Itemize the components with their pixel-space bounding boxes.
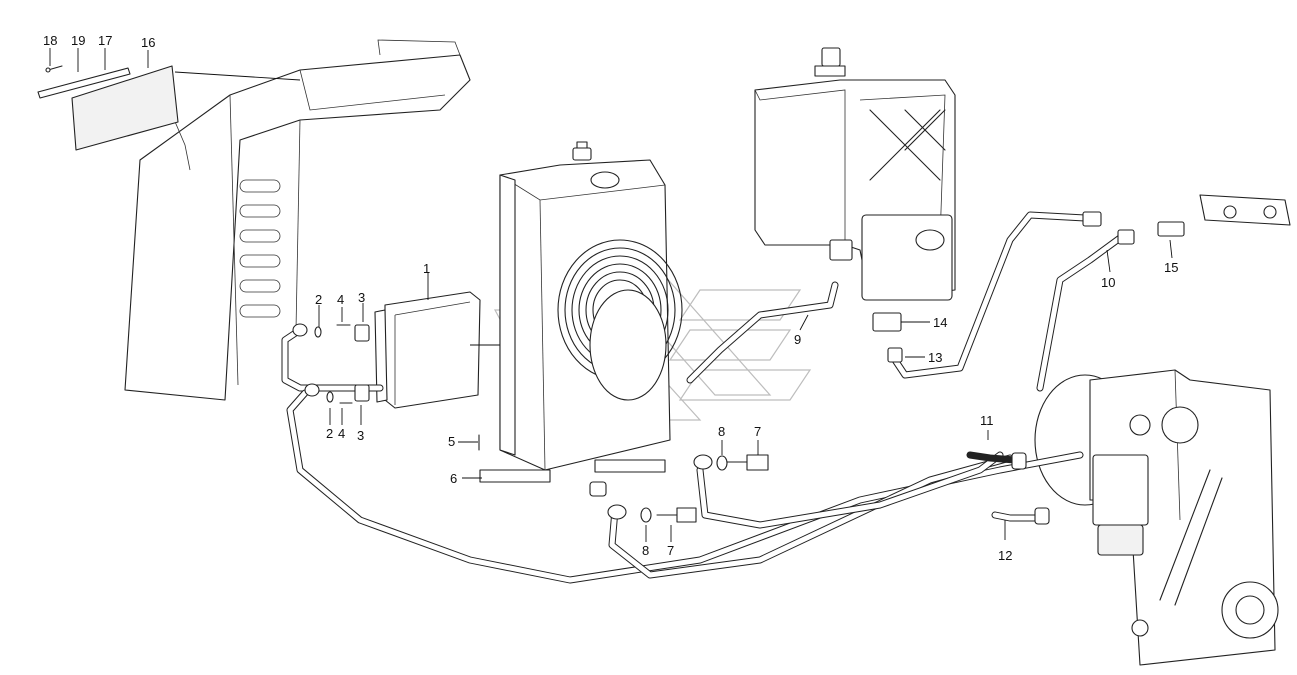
drain-valve [589, 481, 607, 497]
callout-14: 14 [933, 315, 947, 330]
callout-18: 18 [43, 33, 57, 48]
fastener-screws [45, 65, 63, 73]
callout-8-right: 8 [718, 424, 725, 439]
radiator-cap [572, 141, 592, 161]
callout-leaders [49, 48, 1173, 542]
fan-guard [557, 239, 683, 401]
oil-cooler [374, 291, 500, 409]
transmission-control-valve [1092, 454, 1149, 556]
mounting-bracket [479, 459, 666, 483]
bolt [656, 454, 769, 523]
washer [314, 326, 728, 523]
callout-5: 5 [448, 434, 455, 449]
callout-4-lower: 4 [338, 426, 345, 441]
callout-2-upper: 2 [315, 292, 322, 307]
callout-12: 12 [998, 548, 1012, 563]
tank-outlet-fitting [829, 239, 853, 261]
callout-3-lower: 3 [357, 428, 364, 443]
seal-plate [71, 65, 179, 151]
callout-3-upper: 3 [358, 290, 365, 305]
callout-13: 13 [928, 350, 942, 365]
callout-2-lower: 2 [326, 426, 333, 441]
callout-1: 1 [423, 261, 430, 276]
tank-lower-housing [861, 214, 953, 301]
hydraulic-hoses [281, 211, 1124, 584]
small-screws [336, 324, 480, 451]
callout-15: 15 [1164, 260, 1178, 275]
part-callouts: 1 2 2 3 3 4 4 5 6 7 7 8 8 9 10 11 12 13 … [43, 33, 1178, 563]
callout-4-upper: 4 [337, 292, 344, 307]
radiator-assembly [479, 141, 683, 497]
tank-filler-cap [814, 47, 846, 77]
hose-fittings [292, 211, 1185, 525]
cab-vent-slots [239, 179, 281, 318]
callout-16: 16 [141, 35, 155, 50]
radiator-inlet-pipe [590, 171, 620, 189]
transmission-gearbox [1034, 369, 1279, 666]
hydraulic-tank [754, 47, 956, 301]
callout-7-left: 7 [667, 543, 674, 558]
mounting-lug [1199, 194, 1291, 226]
cab-body-panel [124, 39, 471, 401]
callout-6: 6 [450, 471, 457, 486]
callout-8-left: 8 [642, 543, 649, 558]
callout-11: 11 [980, 413, 994, 428]
callout-7-right: 7 [754, 424, 761, 439]
callout-19: 19 [71, 33, 85, 48]
callout-9: 9 [794, 332, 801, 347]
retaining-strip [37, 67, 131, 99]
callout-10: 10 [1101, 275, 1115, 290]
callout-17: 17 [98, 33, 112, 48]
